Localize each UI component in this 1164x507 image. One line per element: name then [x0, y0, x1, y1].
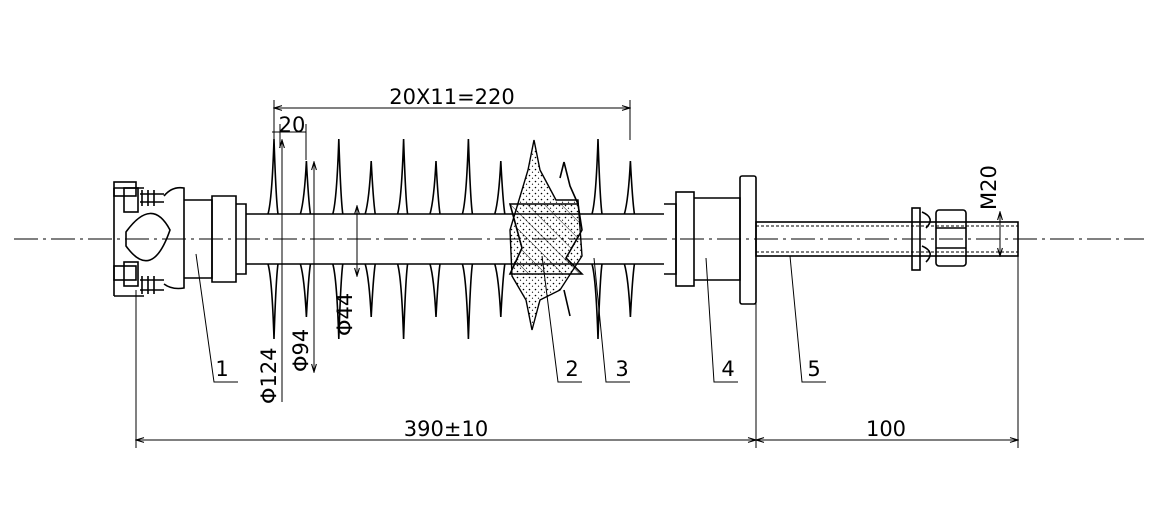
- dim-core-label: Φ44: [333, 293, 357, 336]
- dim-shed-pitch-label: 20X11=220: [389, 85, 515, 109]
- shed: [429, 160, 441, 318]
- shed: [461, 138, 474, 340]
- part-label-2: 2: [565, 357, 578, 381]
- threaded-stud: [755, 207, 1019, 271]
- dim-diameters: [282, 140, 357, 402]
- part-label-1: 1: [215, 357, 228, 381]
- part-leaders: [195, 253, 826, 383]
- shed: [299, 160, 312, 318]
- core-section: [508, 139, 584, 331]
- shed: [396, 138, 409, 340]
- dim-shed-gap-label: 20: [279, 113, 306, 137]
- dim-thread: [994, 212, 1006, 256]
- shed: [591, 138, 603, 340]
- dim-thread-label: M20: [977, 165, 1001, 210]
- dim-stud-label: 100: [866, 417, 906, 441]
- dim-large-shed-label: Φ124: [257, 347, 281, 404]
- end-fitting-right: [664, 175, 757, 305]
- shed: [494, 160, 506, 318]
- shed: [364, 160, 376, 318]
- shed: [332, 138, 344, 340]
- shed: [623, 160, 636, 318]
- end-fitting-left: [113, 181, 247, 297]
- part-label-5: 5: [807, 357, 820, 381]
- dim-overall-label: 390±10: [404, 417, 488, 441]
- dim-overall: [136, 256, 1018, 448]
- part-label-4: 4: [721, 357, 734, 381]
- part-label-3: 3: [615, 357, 628, 381]
- dim-shed-pitch: [274, 100, 630, 140]
- dim-small-shed-label: Φ94: [289, 329, 313, 372]
